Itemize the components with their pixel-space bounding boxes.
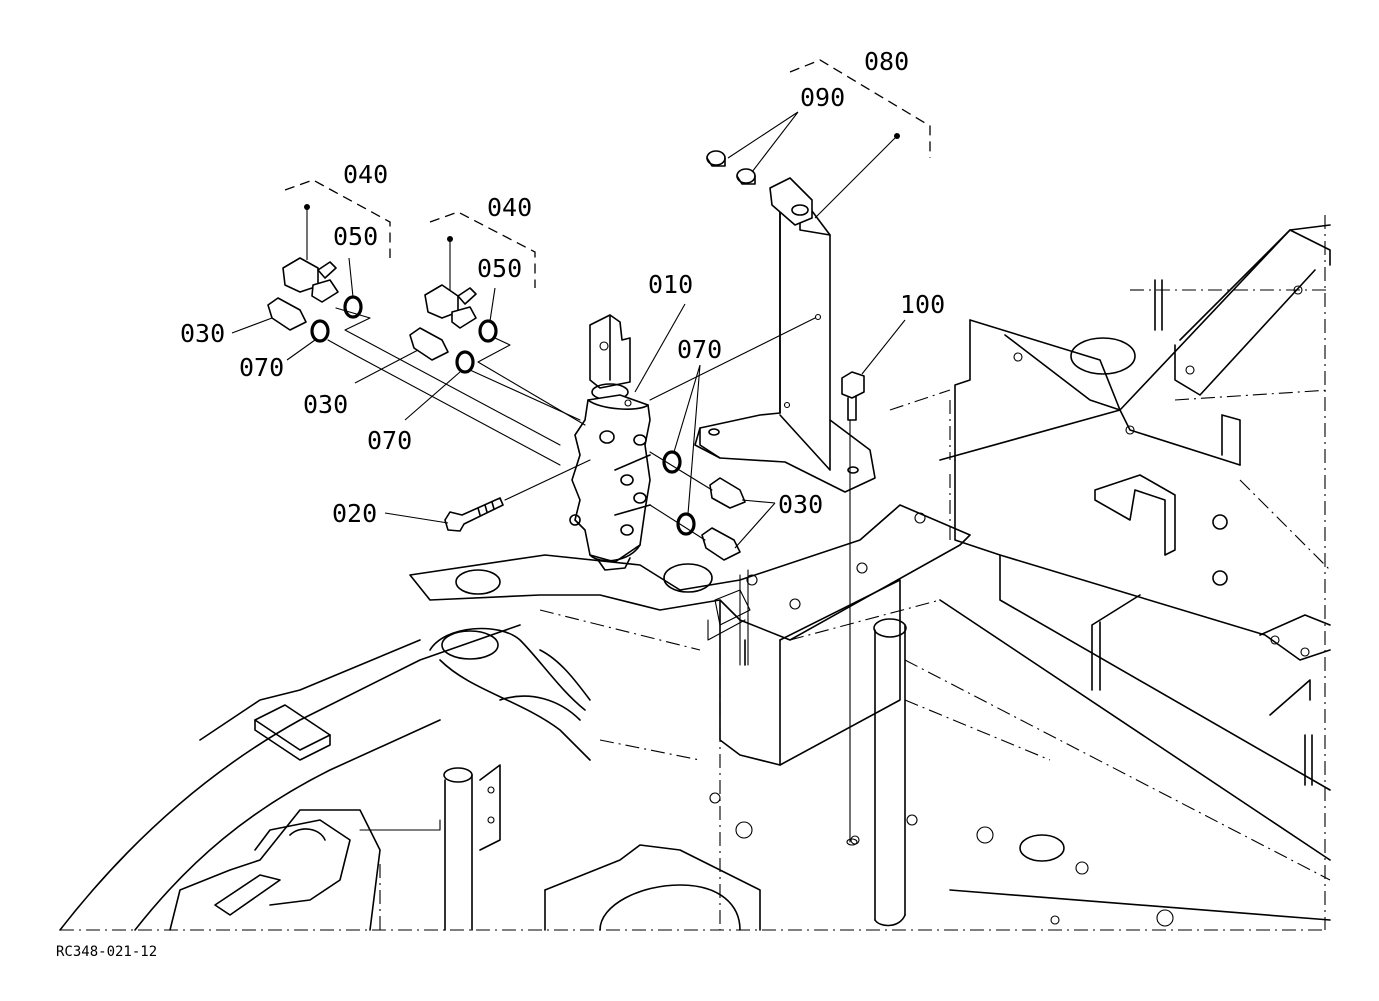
callout-020: 020 (332, 499, 377, 528)
callout-040-left: 040 (343, 160, 388, 189)
group-bracket-040-right (429, 211, 536, 288)
bolt-020 (444, 497, 504, 532)
o-ring-050-right (478, 319, 498, 343)
o-ring-070-mid (455, 350, 475, 374)
bushing-090-b (736, 168, 756, 185)
bolt-100 (841, 371, 865, 421)
o-ring-070-right-b (676, 512, 696, 536)
nipple-fitting-030-mid (409, 327, 449, 361)
group-bracket-080 (789, 59, 931, 158)
callout-010: 010 (648, 270, 693, 299)
callout-050-left: 050 (333, 222, 378, 251)
o-ring-070-left (310, 319, 330, 343)
callout-030-mid: 030 (303, 390, 348, 419)
nipple-fitting-030-right-b (701, 527, 741, 561)
callout-030-right: 030 (778, 490, 823, 519)
assembly-centerlines (327, 307, 858, 846)
callout-030-left: 030 (180, 319, 225, 348)
callout-labels: 010 020 030 030 030 040 040 050 050 070 … (180, 47, 945, 528)
chassis-frame (59, 215, 1331, 931)
callout-040-right: 040 (487, 193, 532, 222)
o-ring-070-right-a (662, 450, 682, 474)
callout-090: 090 (800, 83, 845, 112)
leader-lines (231, 111, 906, 549)
callout-070-left: 070 (239, 353, 284, 382)
callout-070-mid: 070 (367, 426, 412, 455)
group-bracket-040-left (284, 179, 391, 258)
callout-070-right: 070 (677, 335, 722, 364)
elbow-fitting-040-left (282, 257, 339, 303)
valve-body-010 (569, 314, 651, 571)
nipple-fitting-030-left (267, 297, 307, 331)
nipple-fitting-030-right-a (709, 477, 746, 509)
callout-100: 100 (900, 290, 945, 319)
elbow-fitting-040-right (424, 284, 477, 329)
callout-080: 080 (864, 47, 909, 76)
bushing-090-a (706, 150, 726, 167)
callout-050-right: 050 (477, 254, 522, 283)
o-ring-050-left (343, 295, 363, 319)
drawing-reference-code: RC348-021-12 (56, 944, 157, 960)
lever-bracket-080 (694, 150, 876, 493)
